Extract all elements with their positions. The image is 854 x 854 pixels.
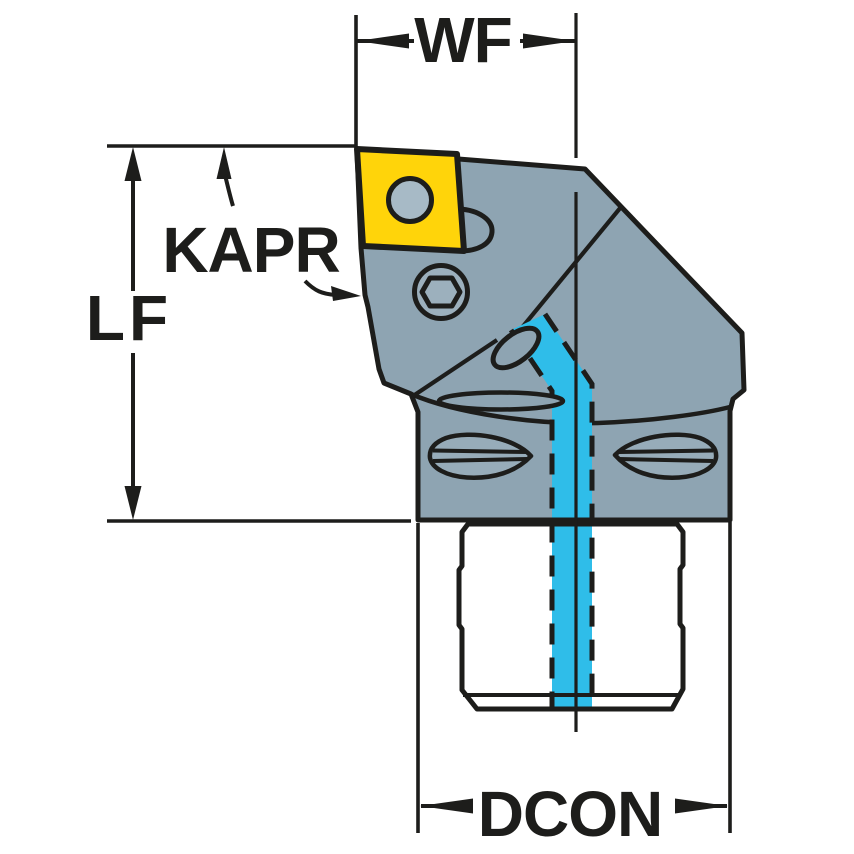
- wf-dimension: WF: [354, 4, 575, 148]
- wf-arrow-right: [523, 33, 575, 49]
- head-facet-line-lower: [411, 338, 499, 398]
- head-facet-line-upper: [518, 205, 623, 332]
- lf-arrow-bottom: [124, 486, 142, 520]
- kapr-label: KAPR: [162, 214, 339, 286]
- wf-arrow-left: [357, 33, 409, 49]
- neck-slot-oval: [436, 390, 566, 412]
- kapr-arrow-up: [216, 147, 232, 179]
- coolant-hidden-edge-right: [542, 312, 595, 709]
- kapr-arrow-up-tail: [223, 174, 235, 207]
- kapr-annotation: KAPR: [162, 147, 361, 301]
- flange-slot-left: [427, 432, 534, 480]
- kapr-arrow-edge: [331, 286, 361, 301]
- lf-arrow-top: [124, 147, 142, 181]
- hex-socket-screw: [412, 263, 470, 321]
- hex-socket: [419, 275, 463, 309]
- wf-label: WF: [414, 4, 512, 76]
- coolant-duct: [511, 314, 592, 709]
- dcon-arrow-left: [420, 798, 473, 814]
- flange-slot-right: [612, 432, 719, 480]
- head-details: [354, 146, 719, 480]
- dcon-label: DCON: [478, 778, 662, 850]
- dcon-arrow-right: [675, 798, 728, 814]
- lf-dimension: LF: [86, 144, 411, 523]
- coolant-hidden-edge-left: [508, 328, 555, 709]
- lf-label: LF: [86, 282, 172, 354]
- coolant-channel: [418, 312, 730, 712]
- insert-clamp: [456, 206, 495, 254]
- cutting-insert: [354, 146, 467, 254]
- coolant-inlet-hole: [490, 325, 542, 371]
- dcon-dimension: DCON: [416, 522, 732, 850]
- insert-hole: [386, 176, 434, 224]
